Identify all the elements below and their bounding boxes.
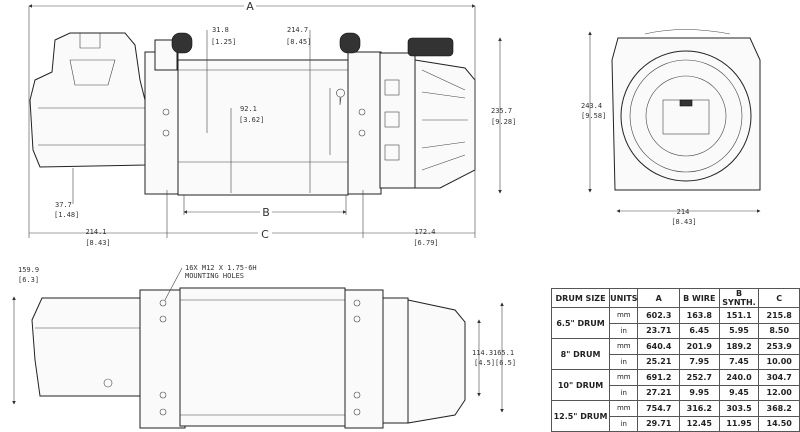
drum-dimensions-table: DRUM SIZE UNITS A B WIRE B SYNTH. C 6.5"… bbox=[550, 288, 800, 432]
units-cell: mm bbox=[609, 307, 639, 324]
dim-214-mm: 214 bbox=[677, 208, 690, 216]
drum-size-cell: 6.5" DRUM bbox=[550, 307, 611, 339]
dim-172-4-mm: 172.4 bbox=[414, 228, 435, 236]
header-b-synth: B SYNTH. bbox=[718, 288, 760, 308]
value-cell: 5.95 bbox=[718, 322, 760, 339]
value-cell: 12.45 bbox=[679, 415, 720, 432]
dim-B-label: B bbox=[262, 206, 270, 219]
units-cell: mm bbox=[609, 369, 639, 386]
dim-214-in: [8.43] bbox=[671, 218, 696, 226]
header-c: C bbox=[758, 288, 800, 308]
dim-92-1-mm: 92.1 bbox=[240, 105, 257, 113]
value-cell: 23.71 bbox=[637, 322, 680, 339]
dim-37-7-mm: 37.7 bbox=[55, 201, 72, 209]
value-cell: 368.2 bbox=[758, 400, 800, 417]
value-cell: 9.45 bbox=[718, 384, 760, 401]
value-cell: 7.95 bbox=[679, 353, 720, 370]
value-cell: 201.9 bbox=[679, 338, 720, 355]
units-cell: in bbox=[609, 353, 639, 370]
header-a: A bbox=[637, 288, 680, 308]
drum-size-cell: 12.5" DRUM bbox=[550, 400, 611, 432]
mounting-note-line2: MOUNTING HOLES bbox=[185, 272, 244, 280]
gear-housing bbox=[407, 37, 476, 189]
dim-114-3-mm: 114.3 bbox=[472, 349, 493, 357]
dim-214-1-mm: 214.1 bbox=[85, 228, 106, 236]
value-cell: 252.7 bbox=[679, 369, 720, 386]
value-cell: 215.8 bbox=[758, 307, 800, 324]
dim-165-1-in: [6.5] bbox=[495, 359, 516, 367]
dim-A-label: A bbox=[246, 0, 254, 13]
right-end-frame bbox=[339, 32, 416, 195]
drum bbox=[177, 59, 349, 196]
drum-size-cell: 10" DRUM bbox=[550, 369, 611, 401]
value-cell: 14.50 bbox=[758, 415, 800, 432]
value-cell: 25.21 bbox=[637, 353, 680, 370]
value-cell: 253.9 bbox=[758, 338, 800, 355]
top-view: A B C 214.1 [8.43] 172.4 [6.79] 31.8 [1.… bbox=[28, 0, 516, 247]
value-cell: 27.21 bbox=[637, 384, 680, 401]
value-cell: 640.4 bbox=[637, 338, 680, 355]
dim-172-4-in: [6.79] bbox=[413, 239, 438, 247]
dim-243-4-mm: 243.4 bbox=[581, 102, 602, 110]
table-header-row: DRUM SIZE UNITS A B WIRE B SYNTH. C bbox=[550, 288, 800, 308]
dim-235-7-in: [9.28] bbox=[491, 118, 516, 126]
value-cell: 163.8 bbox=[679, 307, 720, 324]
dim-214-7-mm: 214.7 bbox=[287, 26, 308, 34]
bottom-view: 159.9 [6.3] 16X M12 X 1.75-6H MOUNTING H… bbox=[12, 264, 516, 429]
dim-92-1-in: [3.62] bbox=[239, 116, 264, 124]
header-drum-size: DRUM SIZE bbox=[550, 288, 611, 308]
value-cell: 316.2 bbox=[679, 400, 720, 417]
dim-243-4-in: [9.58] bbox=[581, 112, 606, 120]
value-cell: 11.95 bbox=[718, 415, 760, 432]
motor-housing bbox=[29, 32, 146, 168]
dim-214-1-in: [8.43] bbox=[85, 239, 110, 247]
dim-C-label: C bbox=[261, 228, 269, 241]
value-cell: 240.0 bbox=[718, 369, 760, 386]
dim-114-3-in: [4.5] bbox=[474, 359, 495, 367]
units-cell: in bbox=[609, 322, 639, 339]
drum-size-cell: 8" DRUM bbox=[550, 338, 611, 370]
dim-37-7-in: [1.48] bbox=[54, 211, 79, 219]
value-cell: 8.50 bbox=[758, 322, 800, 339]
value-cell: 151.1 bbox=[718, 307, 760, 324]
value-cell: 754.7 bbox=[637, 400, 680, 417]
units-cell: mm bbox=[609, 400, 639, 417]
dim-214-7-in: [8.45] bbox=[286, 38, 311, 46]
value-cell: 7.45 bbox=[718, 353, 760, 370]
value-cell: 303.5 bbox=[718, 400, 760, 417]
dim-165-1-mm: 165.1 bbox=[493, 349, 514, 357]
header-units: UNITS bbox=[609, 288, 639, 308]
value-cell: 602.3 bbox=[637, 307, 680, 324]
value-cell: 691.2 bbox=[637, 369, 680, 386]
units-cell: in bbox=[609, 415, 639, 432]
mounting-holes bbox=[159, 299, 361, 416]
dim-159-9-in: [6.3] bbox=[18, 276, 39, 284]
units-cell: mm bbox=[609, 338, 639, 355]
mounting-note-line1: 16X M12 X 1.75-6H bbox=[185, 264, 257, 272]
dim-31-8-mm: 31.8 bbox=[212, 26, 229, 34]
dim-235-7-mm: 235.7 bbox=[491, 107, 512, 115]
dim-159-9-mm: 159.9 bbox=[18, 266, 39, 274]
dim-31-8-in: [1.25] bbox=[211, 38, 236, 46]
value-cell: 10.00 bbox=[758, 353, 800, 370]
value-cell: 29.71 bbox=[637, 415, 680, 432]
units-cell: in bbox=[609, 384, 639, 401]
end-view: 243.4 [9.58] 214 [8.43] bbox=[581, 29, 761, 226]
header-b-wire: B WIRE bbox=[679, 288, 720, 308]
value-cell: 9.95 bbox=[679, 384, 720, 401]
value-cell: 189.2 bbox=[718, 338, 760, 355]
value-cell: 12.00 bbox=[758, 384, 800, 401]
value-cell: 6.45 bbox=[679, 322, 720, 339]
value-cell: 304.7 bbox=[758, 369, 800, 386]
